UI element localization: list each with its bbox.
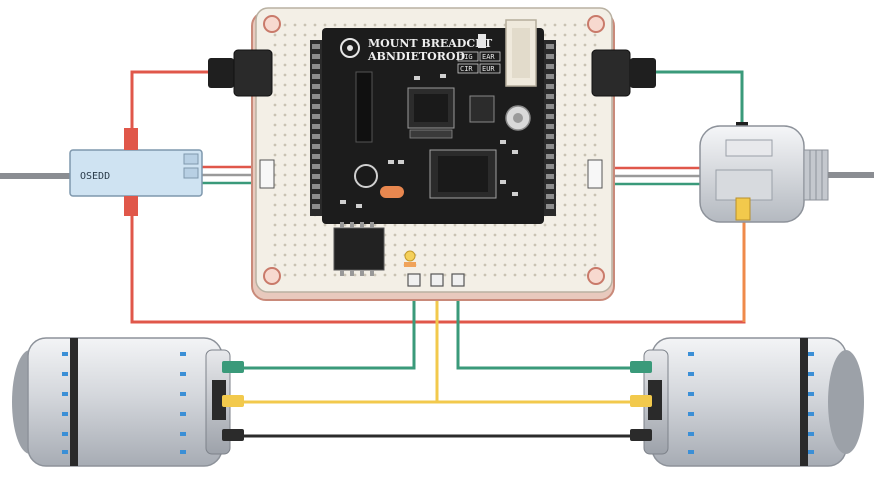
right-motor: [630, 337, 864, 467]
small-components: [340, 74, 518, 208]
wires: [130, 70, 746, 438]
motor-terminal-headers: [407, 273, 465, 287]
board-title-line1: MOUNT BREADCRT: [368, 37, 493, 50]
right-connector-header: [587, 159, 603, 189]
chip-label-2: CIR: [460, 65, 473, 73]
label-strip: [409, 129, 453, 139]
led-yellow: [404, 250, 416, 267]
red-wire-top-left: [130, 70, 212, 150]
small-ic-right: [469, 95, 495, 123]
green-wire-top-right: [654, 70, 744, 128]
left-connector-header: [259, 159, 275, 189]
mount-hole-top-right: [587, 15, 605, 33]
right-encoder: [699, 122, 874, 223]
small-component: [478, 34, 486, 48]
left-sensor-module: OSEDD: [0, 128, 203, 216]
board-title-line2: ABNDIETOROD: [367, 50, 465, 63]
yellow-wire-motors: [232, 282, 642, 404]
left-motor: [12, 337, 244, 467]
main-ic: [407, 87, 455, 129]
dip-chip: [333, 222, 385, 276]
ic-vertical-left: [355, 71, 373, 143]
right-pin-header: [544, 40, 556, 216]
mount-hole-bottom-right: [587, 267, 605, 285]
chip-labels: TIG EAR CIR EUR: [457, 51, 501, 74]
chip-label-0: TIG: [460, 53, 473, 61]
green-wire-right-motor: [456, 282, 642, 370]
chip-label-1: EAR: [482, 53, 495, 61]
left-cable-plug: [208, 49, 273, 97]
mount-hole-top-left: [263, 15, 281, 33]
processor-ic: [429, 149, 497, 199]
crystal-component: [354, 164, 378, 188]
orange-capacitor: [380, 186, 404, 198]
reset-button-icon: [505, 105, 531, 131]
usb-connector-icon: [505, 19, 537, 87]
green-wire-left-motor: [232, 282, 416, 370]
microcontroller-board: MOUNT BREADCRT ABNDIETOROD TIG EAR CIR E…: [310, 19, 556, 224]
chip-label-3: EUR: [482, 65, 495, 73]
right-cable-plug: [591, 49, 656, 97]
mount-hole-bottom-left: [263, 267, 281, 285]
gear-symbol-icon: [340, 38, 360, 58]
left-module-label: OSEDD: [80, 171, 110, 182]
left-pin-header: [310, 40, 322, 216]
